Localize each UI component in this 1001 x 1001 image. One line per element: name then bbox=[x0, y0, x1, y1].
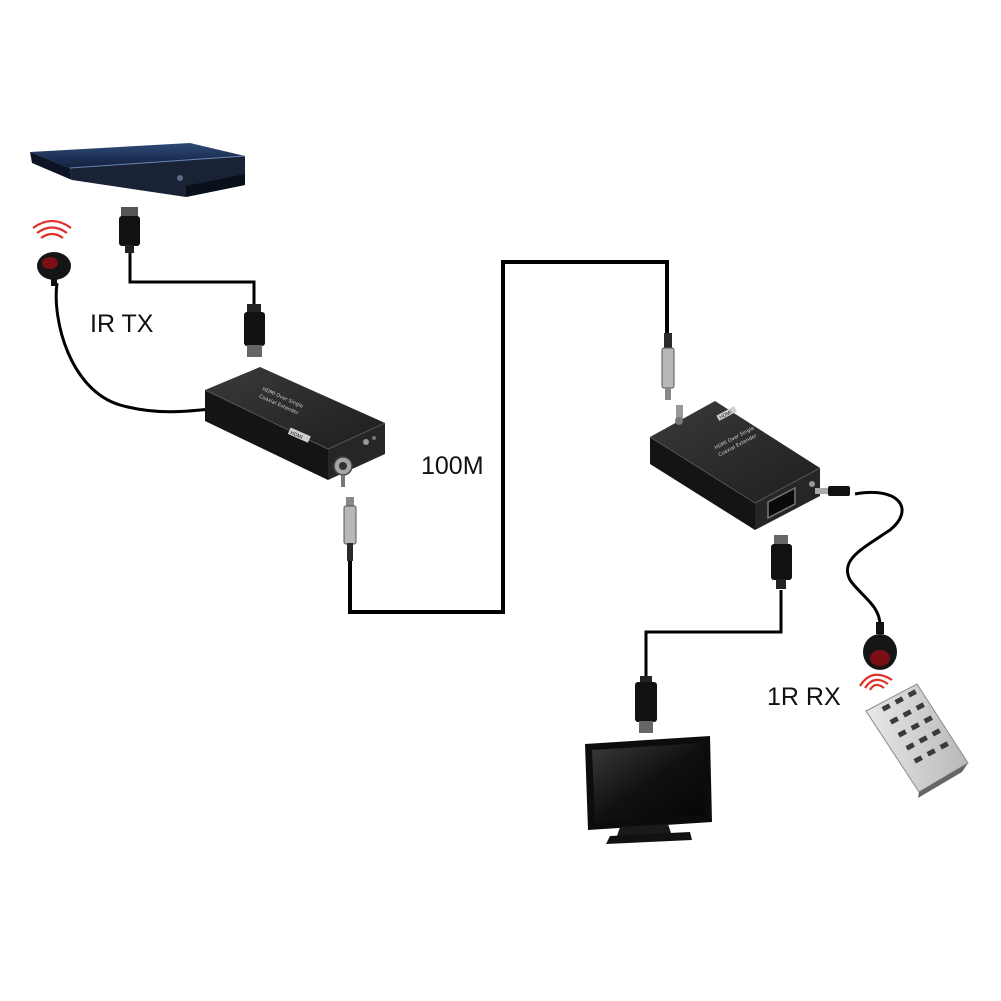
remote-control-icon bbox=[865, 683, 969, 798]
ir-emitter-cable bbox=[54, 282, 221, 414]
ir-jack-plug-icon bbox=[815, 486, 850, 496]
hdmi-plug-icon bbox=[635, 676, 657, 733]
tv-monitor-icon bbox=[585, 736, 712, 844]
ir-signal-waves-icon bbox=[32, 219, 72, 239]
ir-rx-label: 1R RX bbox=[767, 683, 841, 711]
bnc-plug-icon bbox=[343, 497, 357, 561]
hdmi-plug-icon bbox=[771, 535, 792, 589]
ir-emitter-icon bbox=[37, 252, 71, 286]
tx-extender-unit: HDMI Over Single Coaxial Extender HDMI bbox=[204, 367, 386, 487]
hdmi-cable-display bbox=[644, 590, 783, 680]
rx-hdmi-badge: HDMI bbox=[719, 410, 733, 421]
ir-receiver-cable bbox=[846, 491, 904, 626]
hdmi-plug-icon bbox=[119, 207, 140, 253]
ir-signal-waves-icon bbox=[859, 673, 893, 691]
bnc-plug-icon bbox=[661, 333, 675, 400]
ir-receiver-icon bbox=[863, 622, 897, 670]
ir-tx-label: IR TX bbox=[90, 310, 154, 338]
set-top-box-icon bbox=[30, 143, 246, 197]
hdmi-plug-icon bbox=[244, 304, 265, 357]
hdmi-cable-source bbox=[128, 250, 256, 310]
tx-hdmi-badge: HDMI bbox=[289, 430, 303, 441]
rx-extender-unit: HDMI Over Single Coaxial Extender HDMI bbox=[649, 401, 821, 530]
coaxial-cable bbox=[348, 260, 669, 614]
cable-length-label: 100M bbox=[421, 452, 484, 480]
